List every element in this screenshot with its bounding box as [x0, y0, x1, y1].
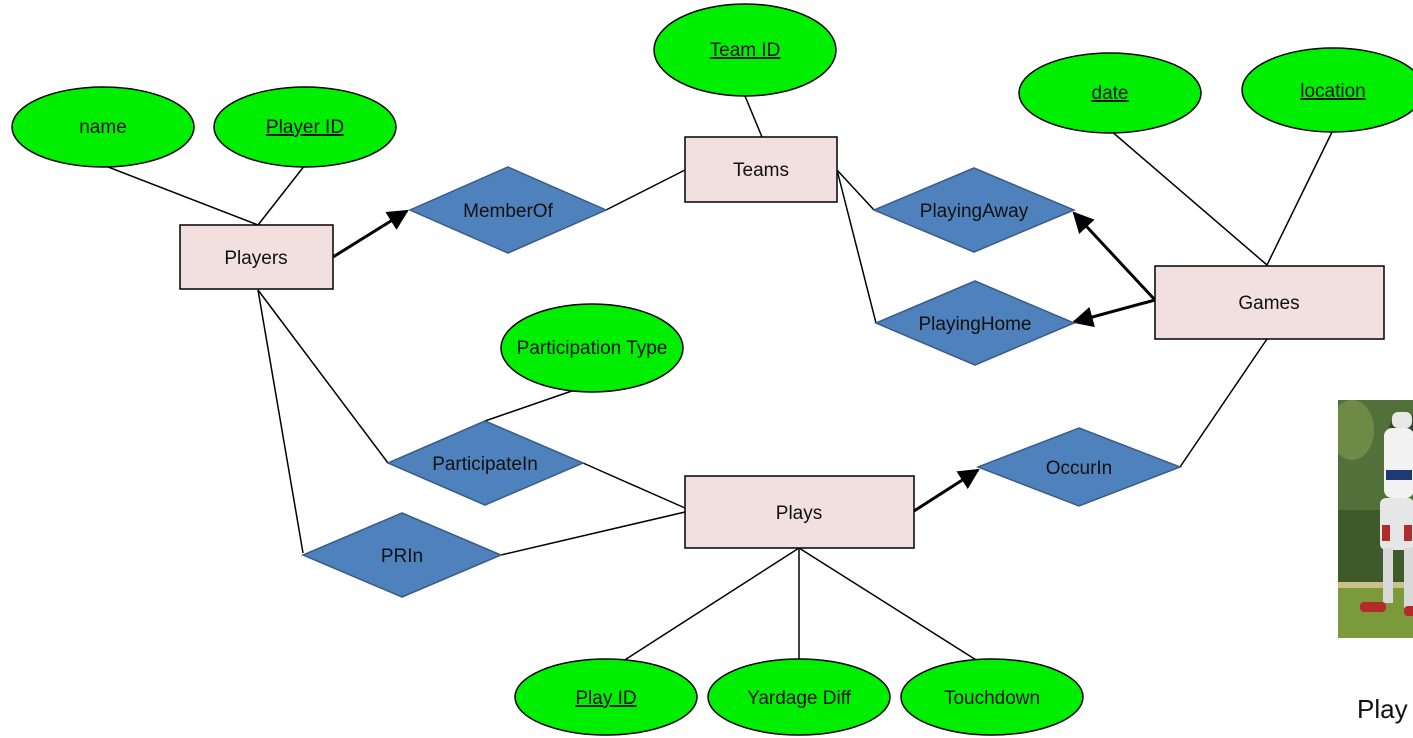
attribute-yardage-diff: Yardage Diff [707, 658, 891, 736]
line-date-games [1109, 129, 1268, 266]
relationship-prin: PRIn [301, 512, 503, 598]
arrow-games-playingaway [1072, 211, 1157, 302]
line-playerid-players [257, 164, 306, 226]
attributes: name Player ID Team ID date location Par… [11, 3, 1413, 736]
arrow-games-playinghome [1071, 298, 1156, 328]
attribute-yardage-diff-label: Yardage Diff [747, 688, 852, 709]
attribute-touchdown: Touchdown [900, 658, 1084, 736]
attribute-player-id: Player ID [213, 86, 397, 168]
attribute-player-id-label: Player ID [266, 117, 344, 138]
line-teams-playinghome [836, 169, 877, 324]
attribute-team-id: Team ID [653, 3, 837, 97]
line-memberof-teams [605, 169, 686, 211]
attribute-touchdown-label: Touchdown [944, 688, 1040, 709]
arrow-lines [332, 209, 1157, 513]
line-teams-playingaway [836, 169, 875, 211]
attribute-name-label: name [79, 117, 127, 138]
relationship-prin-label: PRIn [381, 546, 423, 567]
entity-players-label: Players [224, 248, 287, 269]
relationship-playinghome: PlayingHome [874, 280, 1076, 366]
attribute-team-id-label: Team ID [710, 40, 781, 61]
arrow-players-memberof [332, 209, 409, 259]
line-participatein-plays [582, 462, 686, 509]
arrow-plays-occurin [913, 468, 980, 513]
entity-teams: Teams [684, 136, 838, 203]
attribute-participation-type: Participation Type [500, 303, 684, 393]
line-players-prin [257, 289, 304, 554]
relationship-participatein-label: ParticipateIn [432, 454, 538, 475]
attribute-location: location [1241, 47, 1413, 133]
attribute-date-label: date [1092, 83, 1129, 104]
relationship-playingaway: PlayingAway [872, 167, 1076, 253]
line-players-participatein [257, 289, 389, 464]
relationship-occurin: OccurIn [975, 427, 1183, 507]
entity-plays-label: Plays [776, 503, 822, 524]
relationship-memberof-label: MemberOf [463, 201, 553, 222]
entity-players: Players [179, 224, 334, 290]
relationships: MemberOf PlayingAway PlayingHome Partici… [301, 166, 1183, 598]
attribute-name: name [11, 86, 195, 168]
entity-plays: Plays [684, 475, 915, 549]
photo-caption: Play [1357, 694, 1408, 724]
relationship-occurin-label: OccurIn [1046, 458, 1113, 479]
line-prin-plays [500, 511, 686, 556]
entities: Players Teams Games Plays [179, 136, 1385, 549]
attribute-location-label: location [1300, 81, 1366, 102]
relationship-playinghome-label: PlayingHome [919, 314, 1032, 335]
line-teamid-teams [744, 95, 763, 138]
line-plays-playid [605, 547, 800, 673]
attribute-date: date [1018, 52, 1202, 134]
relationship-playingaway-label: PlayingAway [920, 201, 1029, 222]
line-name-players [102, 164, 259, 226]
line-games-occurin [1179, 338, 1268, 468]
entity-teams-label: Teams [733, 160, 789, 181]
attribute-participation-type-label: Participation Type [517, 338, 668, 359]
entity-games: Games [1154, 265, 1385, 340]
relationship-memberof: MemberOf [408, 166, 608, 254]
entity-games-label: Games [1238, 293, 1299, 314]
line-plays-touchdown [798, 547, 993, 671]
attribute-play-id-label: Play ID [575, 688, 636, 709]
relationship-participatein: ParticipateIn [386, 420, 585, 506]
football-player-photo [1338, 400, 1413, 638]
line-location-games [1266, 129, 1334, 266]
attribute-play-id: Play ID [514, 658, 698, 736]
